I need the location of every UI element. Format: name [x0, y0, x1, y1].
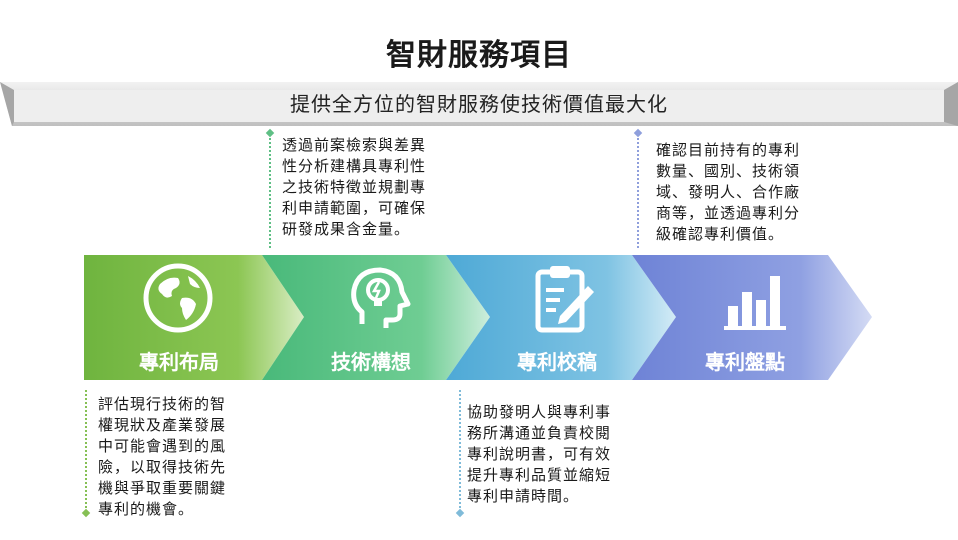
connector-line-concept: [269, 134, 271, 248]
connector-line-inventory: [637, 134, 639, 248]
step-2-chevron: [262, 255, 490, 380]
connector-line-layout: [85, 390, 87, 512]
bar-chart-icon: [720, 262, 792, 338]
step-label-patent-layout: 專利布局: [139, 350, 219, 374]
page-title: 智財服務項目: [386, 38, 572, 73]
globe-icon: [142, 262, 214, 338]
note-patent-review: 協助發明人與專利事 務所溝通並負責校閱 專利說明書，可有效 提升專利品質並縮短 …: [467, 403, 612, 505]
step-label-patent-review: 專利校稿: [517, 350, 597, 374]
subtitle: 提供全方位的智財服務使技術價值最大化: [290, 92, 668, 116]
note-patent-layout: 評估現行技術的智 權現狀及產業發展 中可能會遇到的風 險，以取得技術先 機與爭取…: [98, 395, 227, 518]
note-technical-concept: 透過前案檢索與差異 性分析建構具專利性 之技術特徵並規劃專 利申請範圍，可確保 …: [282, 136, 427, 238]
clipboard-pen-icon: [526, 262, 598, 338]
note-patent-inventory: 確認目前持有的專利 數量、國別、技術領 域、發明人、合作廠 商等，並透過專利分 …: [656, 141, 801, 243]
connector-line-review: [459, 390, 461, 512]
step-1-chevron: [84, 255, 304, 380]
subtitle-banner: [0, 82, 958, 126]
step-label-technical-concept: 技術構想: [331, 350, 411, 374]
lightbulb-head-icon: [342, 262, 414, 338]
step-label-patent-inventory: 專利盤點: [705, 350, 785, 374]
